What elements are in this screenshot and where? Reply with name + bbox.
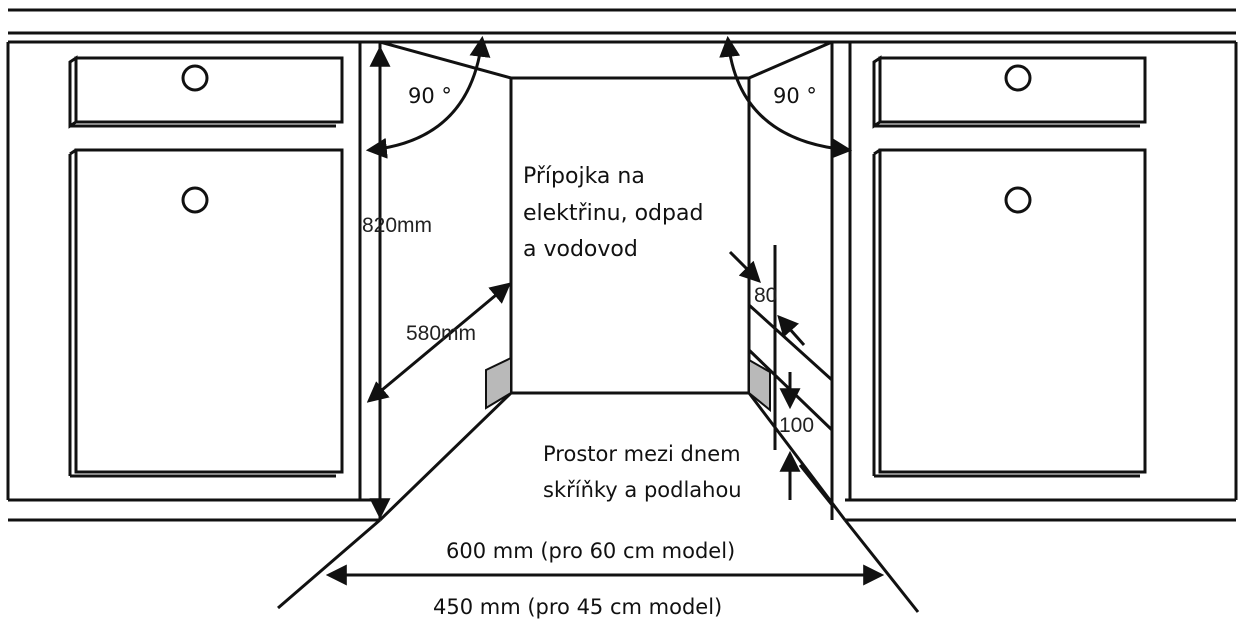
left-cabinet — [6, 42, 382, 520]
shaded-plinths — [485, 356, 771, 413]
connection-label-line3: a vodovod — [523, 237, 638, 262]
right-drawer-knob-icon — [1004, 64, 1032, 92]
countertop — [8, 8, 1236, 44]
dimension-lines — [277, 35, 920, 613]
depth-label: 580mm — [406, 322, 476, 345]
connection-label-line2: elektřinu, odpad — [523, 201, 703, 226]
floor-gap-label-line1: Prostor mezi dnem — [543, 442, 741, 466]
floor-gap-label-line2: skříňky a podlahou — [543, 478, 742, 502]
connection-label-line1: Přípojka na — [523, 164, 645, 189]
dim-80-label: 80 — [754, 284, 777, 307]
angle-right-label: 90 ° — [773, 84, 817, 108]
left-door-knob-icon — [181, 186, 209, 214]
height-label: 820mm — [362, 214, 432, 237]
dim-100-label: 100 — [779, 414, 814, 437]
right-cabinet — [830, 42, 1238, 520]
angle-left-label: 90 ° — [408, 84, 452, 108]
floor-baseboard — [8, 498, 1236, 522]
width-45-label: 450 mm (pro 45 cm model) — [433, 595, 722, 619]
right-door-knob-icon — [1004, 186, 1032, 214]
left-drawer-knob-icon — [181, 64, 209, 92]
width-60-label: 600 mm (pro 60 cm model) — [446, 539, 735, 563]
